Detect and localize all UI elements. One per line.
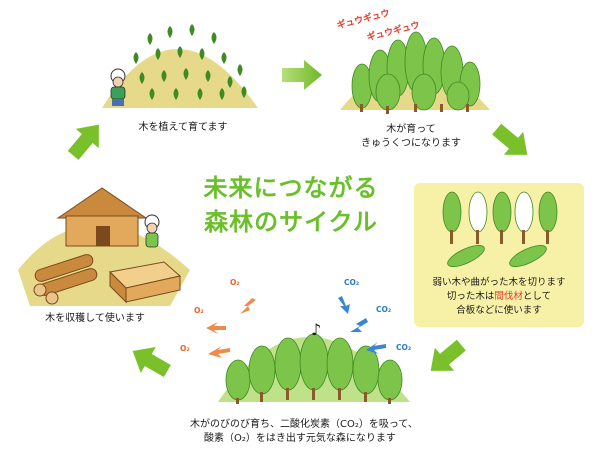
co2-label-3: CO₂	[396, 343, 412, 352]
forest-caption-line-2: 酸素（O₂）をはき出す元気な森になります	[204, 433, 396, 444]
arrow-plant-to-grow	[282, 60, 322, 90]
title-line-2: 森林のサイクル	[204, 208, 378, 236]
music-note-icon: ♪	[311, 320, 322, 339]
title-line-1: 未来につながる	[203, 174, 379, 202]
plant-caption-text: 木を植えて育てます	[138, 122, 228, 133]
o2-label-1: O₂	[230, 278, 240, 287]
harvest-caption-text: 木を収穫して使います	[45, 313, 145, 324]
grow-caption-line-2: きゅうくつになります	[361, 138, 461, 149]
arrow-forest-to-harvest	[132, 347, 171, 378]
log-pile	[33, 254, 98, 305]
o2-label-2: O₂	[194, 306, 204, 315]
thin-caption-line-1: 弱い木や曲がった木を切ります	[432, 277, 566, 288]
thin-caption-line-3: 合板などに使います	[456, 305, 542, 316]
diagram-title: 未来につながる 森林のサイクル	[196, 171, 386, 239]
co2-label-1: CO₂	[344, 278, 360, 287]
arrow-harvest-to-plant	[67, 124, 99, 160]
arrow-grow-to-thin	[492, 123, 528, 155]
harvest-worker	[144, 214, 160, 248]
grow-caption-line-1: 木が育って	[386, 124, 436, 135]
o2-label-3: O₂	[180, 344, 190, 353]
plant-caption: 木を植えて育てます	[128, 121, 238, 135]
crowded-forest-scene	[340, 31, 490, 114]
healthy-forest-scene	[206, 296, 410, 404]
thinned-wood-term: 間伐材	[494, 291, 523, 302]
grow-caption: 木が育って きゅうくつになります	[356, 123, 466, 151]
seedlings	[133, 24, 247, 100]
lumber-stack	[108, 261, 182, 304]
thin-caption-line-2-pre: 切った木は	[446, 291, 495, 302]
thinning-scene	[414, 183, 584, 327]
thin-caption-line-2-post: として	[522, 291, 552, 302]
log-house	[56, 187, 148, 247]
thin-caption-line-2: 切った木は間伐材として	[414, 290, 584, 304]
harvest-caption: 木を収穫して使います	[40, 312, 150, 326]
arrow-thin-to-forest	[430, 339, 466, 371]
co2-label-2: CO₂	[376, 305, 392, 314]
forest-caption-line-1: 木がのびのび育ち、二酸化炭素（CO₂）を吸って、	[190, 419, 418, 430]
thin-caption: 弱い木や曲がった木を切ります 切った木は間伐材として 合板などに使います	[414, 276, 584, 318]
harvest-scene	[18, 187, 190, 306]
planting-scene	[102, 24, 258, 108]
planting-worker	[110, 68, 126, 106]
forest-caption: 木がのびのび育ち、二酸化炭素（CO₂）を吸って、 酸素（O₂）をはき出す元気な森…	[190, 418, 418, 446]
